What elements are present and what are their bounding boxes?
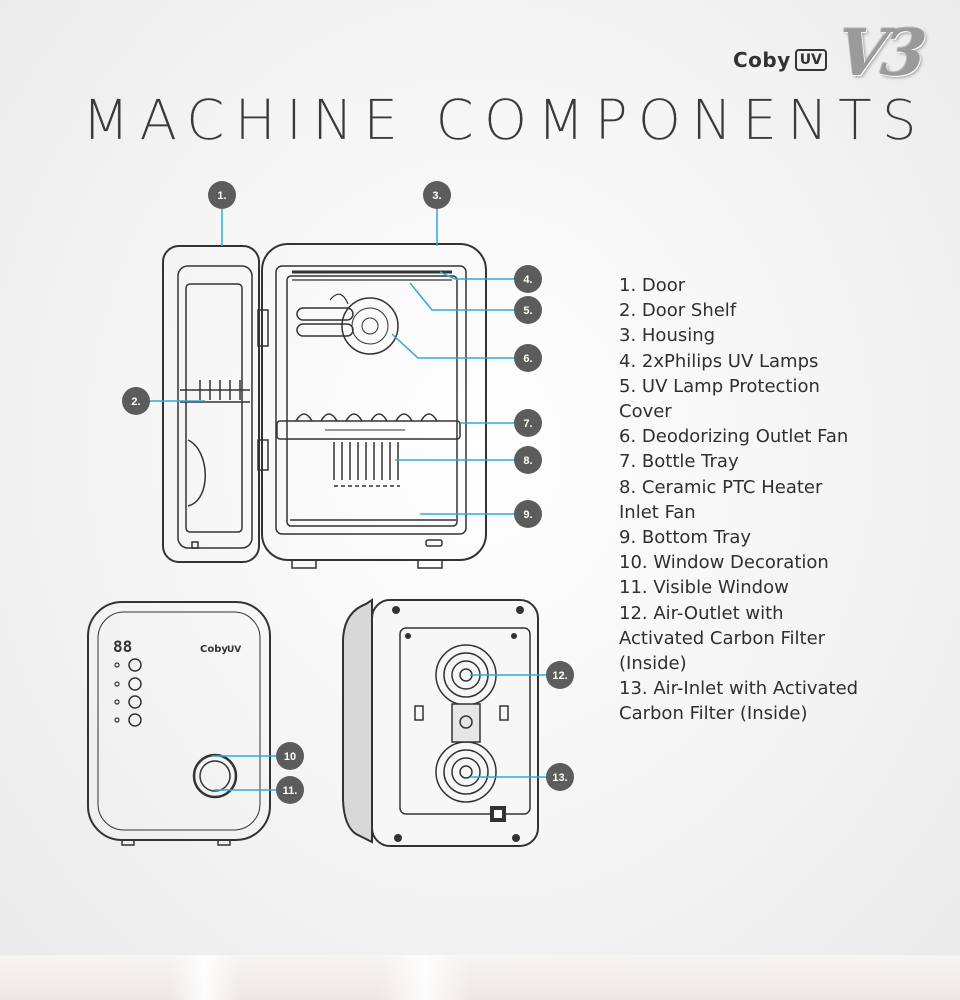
visible-window bbox=[199, 760, 231, 792]
front-housing bbox=[87, 601, 271, 841]
svg-text:11.: 11. bbox=[283, 785, 298, 797]
legend-item: 1. Door bbox=[619, 275, 686, 296]
svg-text:9.: 9. bbox=[523, 509, 532, 521]
legend-item: 11. Visible Window bbox=[619, 577, 789, 599]
front-unit-drawing bbox=[87, 601, 271, 846]
callout-6: 6. bbox=[514, 344, 542, 372]
front-display: 88 bbox=[113, 637, 132, 656]
door bbox=[162, 245, 260, 563]
callout-11: 11. bbox=[276, 776, 304, 804]
window-decoration bbox=[192, 753, 238, 799]
svg-text:8.: 8. bbox=[523, 455, 532, 467]
svg-text:5.: 5. bbox=[523, 305, 532, 317]
callout-13: 13. bbox=[546, 763, 574, 791]
bottom-photo-strip bbox=[0, 955, 960, 1000]
callout-2: 2. bbox=[122, 387, 150, 415]
brand-uv-badge: UV bbox=[794, 49, 827, 71]
callout-8: 8. bbox=[514, 446, 542, 474]
legend-item: Carbon Filter (Inside) bbox=[619, 703, 808, 725]
callout-12: 12. bbox=[546, 661, 574, 689]
legend-item: (Inside) bbox=[619, 653, 687, 675]
leader-lines bbox=[150, 206, 546, 791]
legend-item: Cover bbox=[619, 401, 672, 423]
legend-item: Activated Carbon Filter bbox=[619, 627, 826, 649]
front-logo-name: Coby bbox=[200, 644, 228, 655]
callout-3: 3. bbox=[423, 181, 451, 209]
components-legend: 1. Door 2. Door Shelf 3. Housing 4. 2xPh… bbox=[619, 273, 939, 727]
legend-item: 2. Door Shelf bbox=[619, 300, 737, 322]
brand-logo: Coby UV bbox=[733, 40, 827, 80]
legend-item: 4. 2xPhilips UV Lamps bbox=[619, 350, 819, 372]
legend-item: 5. UV Lamp Protection bbox=[619, 375, 820, 397]
heater-grille bbox=[333, 442, 400, 487]
brand-name: Coby bbox=[733, 48, 791, 72]
legend-item: 3. Housing bbox=[619, 325, 716, 347]
callout-9: 9. bbox=[514, 500, 542, 528]
svg-text:1.: 1. bbox=[217, 190, 226, 202]
legend-item: 9. Bottom Tray bbox=[619, 527, 752, 549]
legend-item: 10. Window Decoration bbox=[619, 552, 829, 574]
legend-item: 7. Bottle Tray bbox=[619, 451, 739, 473]
legend-item: 8. Ceramic PTC Heater bbox=[619, 476, 823, 498]
bottle-tray bbox=[276, 413, 461, 440]
legend-item: 12. Air-Outlet with bbox=[619, 602, 784, 624]
front-logo-uv: UV bbox=[227, 645, 241, 655]
open-unit-drawing bbox=[162, 243, 487, 569]
callout-7: 7. bbox=[514, 409, 542, 437]
svg-text:6.: 6. bbox=[523, 353, 532, 365]
svg-text:12.: 12. bbox=[552, 670, 567, 682]
svg-text:2.: 2. bbox=[131, 396, 140, 408]
legend-item: 6. Deodorizing Outlet Fan bbox=[619, 426, 849, 448]
callout-4: 4. bbox=[514, 265, 542, 293]
outlet-fan bbox=[341, 297, 399, 355]
back-unit-drawing bbox=[342, 598, 539, 847]
svg-text:3.: 3. bbox=[432, 190, 441, 202]
svg-text:10: 10 bbox=[284, 751, 296, 763]
page-title: MACHINE COMPONENTS bbox=[82, 88, 927, 152]
svg-text:4.: 4. bbox=[523, 274, 532, 286]
door-shelf bbox=[180, 380, 250, 403]
legend-item: 13. Air-Inlet with Activated bbox=[619, 678, 859, 700]
svg-text:13.: 13. bbox=[552, 772, 567, 784]
legend-item: Inlet Fan bbox=[619, 501, 696, 523]
svg-text:7.: 7. bbox=[523, 418, 532, 430]
callout-10: 10 bbox=[276, 742, 304, 770]
callout-5: 5. bbox=[514, 296, 542, 324]
callout-1: 1. bbox=[208, 181, 236, 209]
callout-badges: 1. 2. 3. 4. 5. 6. 7. 8. 9. 10 11. 12. 13… bbox=[122, 181, 574, 804]
housing bbox=[261, 243, 487, 561]
